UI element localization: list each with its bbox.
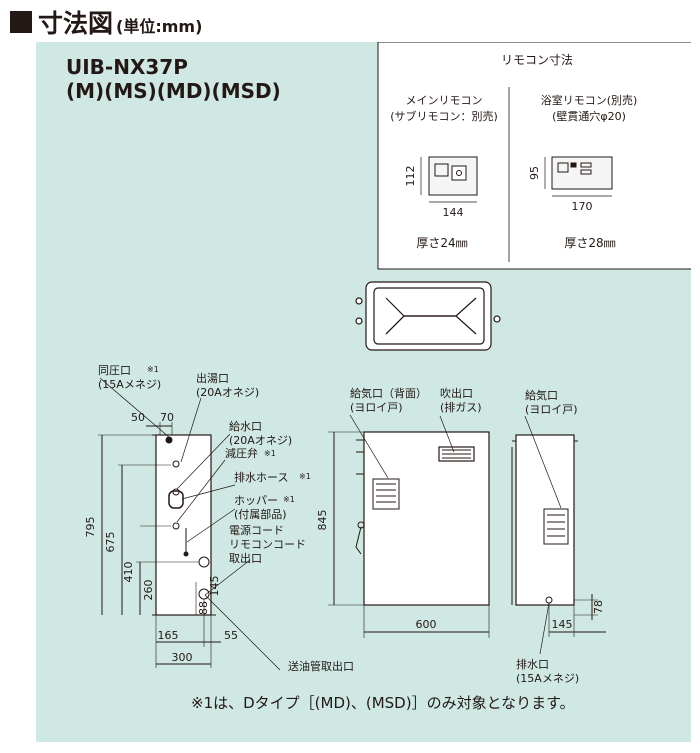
dim-410: 410 — [122, 562, 135, 583]
label-douatsu: 同圧口 — [98, 364, 131, 377]
model-name: UIB-NX37P — [66, 55, 188, 79]
bath-remote-drawing — [544, 156, 613, 197]
dim-845: 845 — [316, 510, 329, 531]
main-remote-thickness: 厚さ24㎜ — [416, 236, 467, 250]
unit-label: (単位:mm) — [116, 17, 203, 36]
bath-remote-width: 170 — [572, 200, 593, 213]
model-variants: (M)(MS)(MD)(MSD) — [66, 79, 281, 103]
note-haisui-hose: ※1 — [299, 472, 311, 481]
label-deyu-sub: (20Aオネジ) — [196, 386, 259, 399]
remote-dimensions — [377, 42, 691, 270]
bath-remote-thickness: 厚さ28㎜ — [564, 236, 615, 250]
top-view — [355, 281, 501, 351]
main-remote-sub: (サブリモコン：別売) — [390, 109, 498, 123]
bath-remote-name: 浴室リモコン(別売) — [541, 93, 638, 107]
remote-title: リモコン寸法 — [501, 53, 573, 67]
dim-78: 78 — [592, 600, 605, 614]
side-view-piping — [98, 377, 281, 671]
label-soyu: 送油管取出口 — [288, 659, 354, 673]
label-kyuki-sub: (ヨロイ戸) — [525, 403, 578, 416]
front-view — [328, 414, 490, 638]
label-genatsu: 減圧弁 — [225, 446, 258, 460]
main-remote-height: 112 — [404, 166, 417, 187]
label-kyusui-sub: (20Aオネジ) — [229, 434, 292, 447]
note-douatsu: ※1 — [147, 365, 159, 374]
dimension-drawing: リモコン寸法 メインリモコン (サブリモコン：別売) 浴室リモコン(別売) (壁… — [84, 42, 691, 685]
label-douatsu-sub: (15Aメネジ) — [98, 378, 161, 391]
section-header: 寸法図 (単位:mm) — [10, 6, 202, 38]
label-kyuki-back: 給気口（背面） — [350, 386, 427, 400]
dim-260: 260 — [142, 580, 155, 601]
label-fukide-sub: (排ガス) — [440, 400, 482, 414]
dim-55: 55 — [224, 629, 238, 642]
dim-675: 675 — [104, 532, 117, 553]
footnote: ※1は、Dタイプ［(MD)、(MSD)］のみ対象となります。 — [191, 694, 575, 712]
label-haisui-sub: (15Aメネジ) — [516, 672, 579, 685]
dim-145: 145 — [208, 576, 221, 597]
bath-remote-sub: (壁貫通穴φ20) — [552, 109, 626, 123]
dim-145-right: 145 — [552, 618, 573, 631]
note-genatsu: ※1 — [264, 449, 276, 458]
right-side-view — [511, 415, 606, 655]
label-hopper-sub: (付属部品) — [234, 507, 287, 521]
label-kyuki: 給気口 — [525, 388, 558, 402]
bath-remote-height: 95 — [528, 166, 541, 180]
label-haisui: 排水口 — [516, 657, 549, 671]
main-remote-width: 144 — [443, 206, 464, 219]
label-kyusui: 給水口 — [229, 419, 262, 433]
page-title: 寸法図 — [38, 9, 114, 38]
label-hopper: ホッパー — [234, 494, 278, 507]
dim-795: 795 — [84, 517, 97, 538]
dim-50: 50 — [131, 411, 145, 424]
dim-165: 165 — [158, 629, 179, 642]
label-deyu: 出湯口 — [196, 371, 229, 385]
main-remote-name: メインリモコン — [406, 94, 483, 107]
black-square-icon — [10, 11, 32, 33]
dim-88: 88 — [197, 601, 210, 615]
dim-300: 300 — [172, 651, 193, 664]
main-remote-drawing — [420, 156, 478, 203]
label-toridashi: 取出口 — [229, 551, 262, 565]
dim-70: 70 — [160, 411, 174, 424]
note-hopper: ※1 — [283, 495, 295, 504]
label-fukide: 吹出口 — [440, 386, 473, 400]
label-haisui-hose: 排水ホース — [234, 470, 288, 484]
label-remocon-cord: リモコンコード — [229, 538, 306, 551]
dim-600: 600 — [416, 618, 437, 631]
label-kyuki-back-sub: (ヨロイ戸) — [350, 401, 403, 414]
label-dengen: 電源コード — [229, 523, 284, 537]
dimension-panel: UIB-NX37P (M)(MS)(MD)(MSD) リモコン寸法 メインリモコ… — [36, 42, 691, 742]
